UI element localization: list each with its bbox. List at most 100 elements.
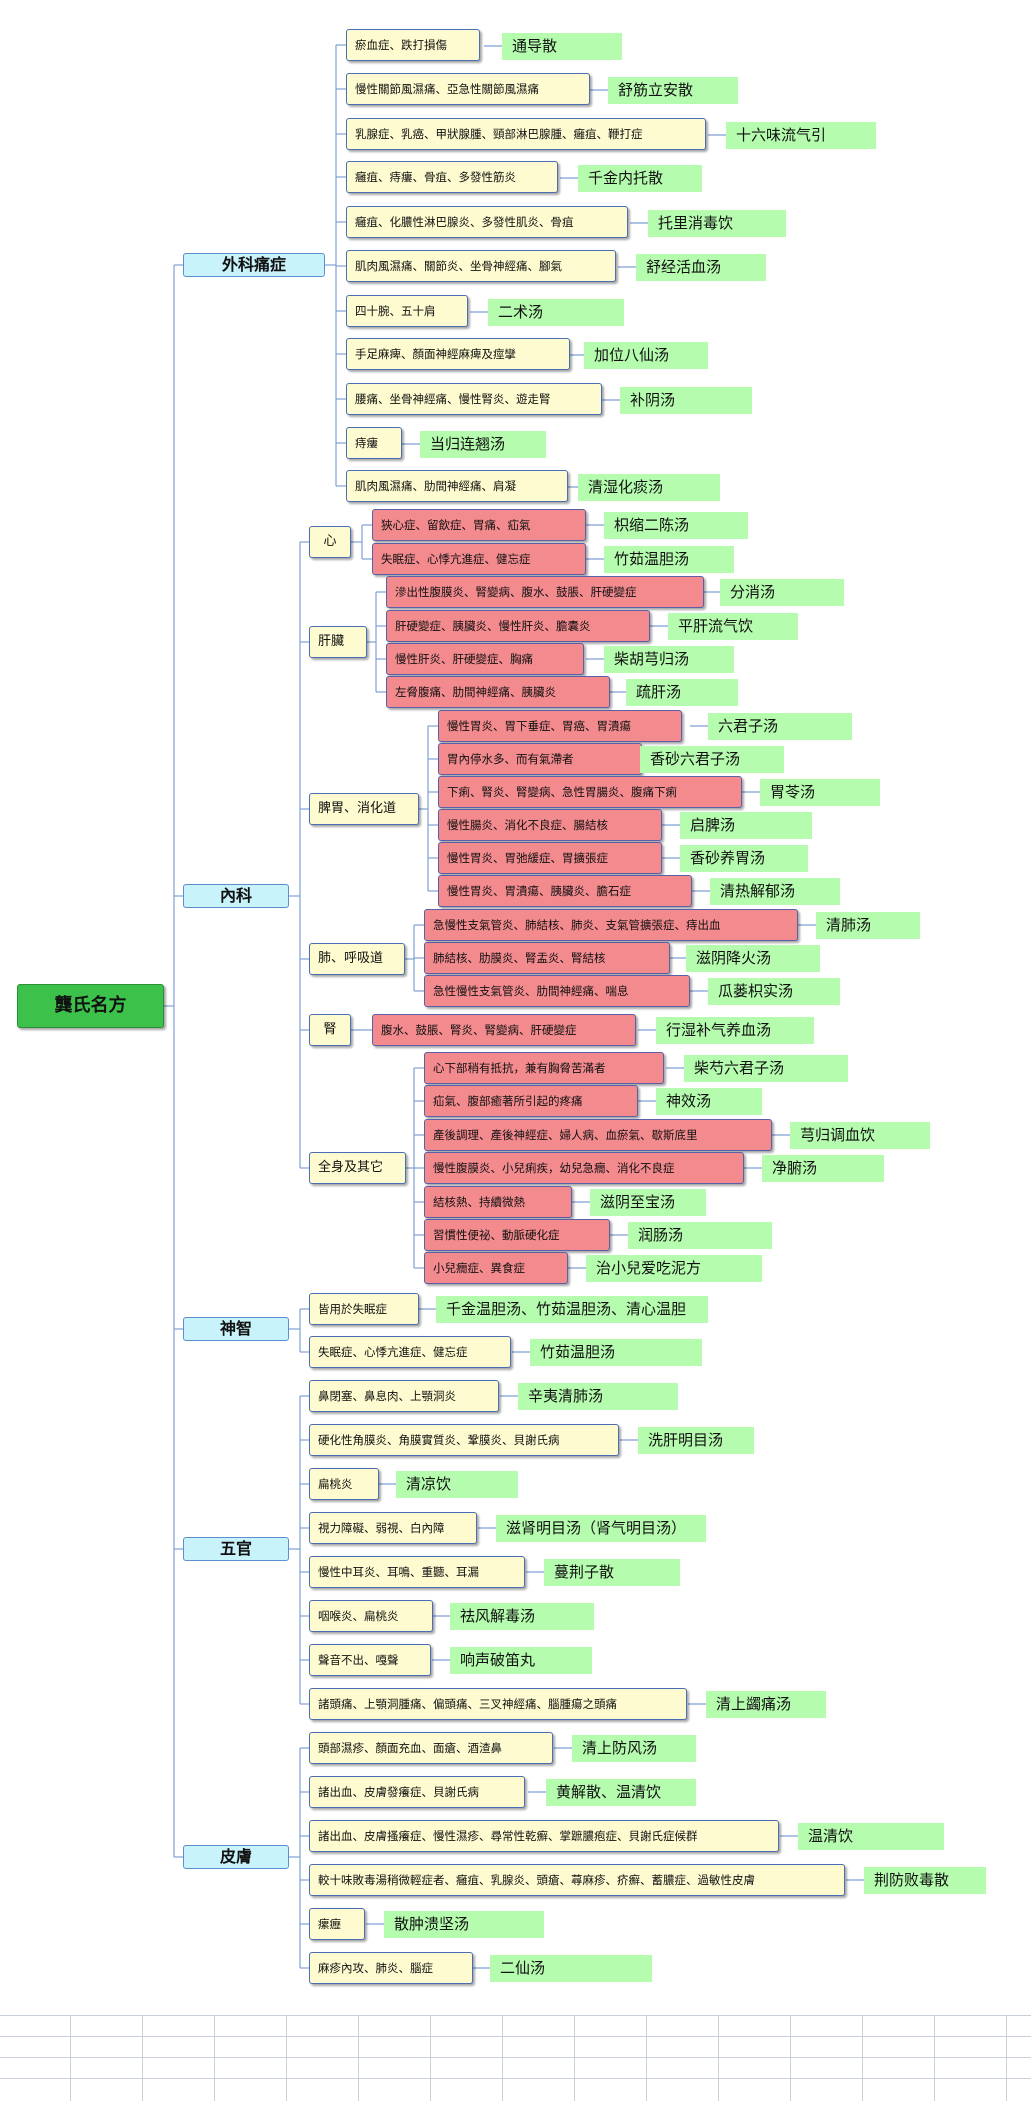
category-surgical-pain[interactable]: 外科痛症 (183, 253, 325, 277)
symptom-node[interactable]: 結核熱、持續微熱 (424, 1186, 572, 1218)
symptom-node[interactable]: 諸出血、皮膚發癢症、貝謝氏病 (309, 1776, 525, 1808)
remedy-label[interactable]: 瓜蒌枳实汤 (708, 978, 840, 1005)
remedy-label[interactable]: 通导散 (502, 33, 622, 60)
remedy-label[interactable]: 清凉饮 (396, 1471, 518, 1498)
symptom-node[interactable]: 手足麻痺、顏面神經麻痺及痙攣 (346, 338, 570, 370)
symptom-node[interactable]: 癰疽、化膿性淋巴腺炎、多發性肌炎、骨疽 (346, 206, 628, 238)
organ-liver[interactable]: 肝臟 (309, 626, 367, 658)
remedy-label[interactable]: 清肺汤 (816, 912, 920, 939)
remedy-label[interactable]: 分消汤 (720, 579, 844, 606)
symptom-node[interactable]: 慢性腸炎、消化不良症、腸結核 (438, 809, 662, 841)
remedy-label[interactable]: 辛夷清肺汤 (518, 1383, 678, 1410)
remedy-label[interactable]: 枳缩二陈汤 (604, 512, 748, 539)
symptom-node[interactable]: 腰痛、坐骨神經痛、慢性腎炎、遊走腎 (346, 383, 602, 415)
symptom-node[interactable]: 慢性關節風濕痛、亞急性關節風濕痛 (346, 73, 590, 105)
symptom-node[interactable]: 習慣性便祕、動脈硬化症 (424, 1219, 610, 1251)
symptom-node[interactable]: 疝氣、腹部癒著所引起的疼痛 (424, 1085, 638, 1117)
symptom-node[interactable]: 麻疹內攻、肺炎、腦症 (309, 1952, 473, 1984)
remedy-label[interactable]: 清热解郁汤 (710, 878, 840, 905)
symptom-node[interactable]: 失眠症、心悸亢進症、健忘症 (309, 1336, 511, 1368)
remedy-label[interactable]: 清湿化痰汤 (578, 474, 720, 501)
remedy-label[interactable]: 治小兒爱吃泥方 (586, 1255, 762, 1282)
organ-general-other[interactable]: 全身及其它 (309, 1152, 406, 1184)
symptom-node[interactable]: 慢性胃炎、胃下垂症、胃癌、胃潰瘍 (438, 710, 682, 742)
remedy-label[interactable]: 祛风解毒汤 (450, 1603, 594, 1630)
symptom-node[interactable]: 硬化性角膜炎、角膜實質炎、鞏膜炎、貝謝氏病 (309, 1424, 619, 1456)
symptom-node[interactable]: 皆用於失眠症 (309, 1293, 419, 1325)
remedy-label[interactable]: 柴芍六君子汤 (684, 1055, 848, 1082)
symptom-node[interactable]: 慢性胃炎、胃弛緩症、胃擴張症 (438, 842, 662, 874)
remedy-label[interactable]: 香砂养胃汤 (680, 845, 808, 872)
remedy-label[interactable]: 黄解散、温清饮 (546, 1779, 696, 1806)
symptom-node[interactable]: 較十味敗毒湯稍微輕症者、癰疽、乳腺炎、頭瘡、蕁麻疹、疥癬、蓄膿症、過敏性皮膚 (309, 1864, 845, 1896)
remedy-label[interactable]: 温清饮 (798, 1823, 944, 1850)
remedy-label[interactable]: 润肠汤 (628, 1222, 772, 1249)
symptom-node[interactable]: 急慢性支氣管炎、肺結核、肺炎、支氣管擴張症、痔出血 (424, 909, 798, 941)
remedy-label[interactable]: 二仙汤 (490, 1955, 652, 1982)
symptom-node[interactable]: 痔瘻 (346, 427, 402, 459)
symptom-node[interactable]: 慢性肝炎、肝硬變症、胸痛 (386, 643, 584, 675)
remedy-label[interactable]: 加位八仙汤 (584, 342, 708, 369)
remedy-label[interactable]: 舒筋立安散 (608, 77, 738, 104)
remedy-label[interactable]: 十六味流气引 (726, 122, 876, 149)
symptom-node[interactable]: 瘀血症、跌打損傷 (346, 29, 480, 61)
remedy-label[interactable]: 六君子汤 (708, 713, 852, 740)
remedy-label[interactable]: 当归连翘汤 (420, 431, 546, 458)
remedy-label[interactable]: 净腑汤 (762, 1155, 884, 1182)
organ-kidney[interactable]: 腎 (309, 1014, 351, 1046)
remedy-label[interactable]: 补阴汤 (620, 387, 752, 414)
symptom-node[interactable]: 狹心症、留飲症、胃痛、疝氣 (372, 509, 586, 541)
symptom-node[interactable]: 肌肉風濕痛、關節炎、坐骨神經痛、腳氣 (346, 250, 616, 282)
remedy-label[interactable]: 柴胡芎归汤 (604, 646, 734, 673)
remedy-label[interactable]: 滋阴至宝汤 (590, 1189, 706, 1216)
remedy-label[interactable]: 滋肾明目汤（肾气明目汤） (496, 1515, 706, 1542)
organ-lung[interactable]: 肺、呼吸道 (309, 943, 405, 975)
symptom-node[interactable]: 肝硬變症、胰臟炎、慢性肝炎、膽囊炎 (386, 610, 650, 642)
symptom-node[interactable]: 乳腺症、乳癌、甲狀腺腫、頸部淋巴腺腫、癰疽、鞭打症 (346, 118, 706, 150)
remedy-label[interactable]: 蔓荆子散 (544, 1559, 680, 1586)
remedy-label[interactable]: 平肝流气饮 (668, 613, 798, 640)
symptom-node[interactable]: 產後調理、產後神經症、婦人病、血瘀氣、歇斯底里 (424, 1119, 772, 1151)
remedy-label[interactable]: 香砂六君子汤 (640, 746, 784, 773)
remedy-label[interactable]: 竹茹温胆汤 (530, 1339, 702, 1366)
organ-heart[interactable]: 心 (309, 526, 351, 558)
symptom-node[interactable]: 下痢、腎炎、腎變病、急性胃腸炎、腹痛下痢 (438, 776, 742, 808)
symptom-node[interactable]: 腹水、鼓脹、腎炎、腎變病、肝硬變症 (372, 1014, 636, 1046)
remedy-label[interactable]: 滋阴降火汤 (686, 945, 820, 972)
remedy-label[interactable]: 芎归调血饮 (790, 1122, 930, 1149)
remedy-label[interactable]: 胃苓汤 (760, 779, 880, 806)
symptom-node[interactable]: 慢性中耳炎、耳鳴、重聽、耳漏 (309, 1556, 525, 1588)
remedy-label[interactable]: 疏肝汤 (626, 679, 738, 706)
remedy-label[interactable]: 托里消毒饮 (648, 210, 786, 237)
category-mental[interactable]: 神智 (183, 1317, 289, 1341)
remedy-label[interactable]: 竹茹温胆汤 (604, 546, 734, 573)
symptom-node[interactable]: 視力障礙、弱視、白內障 (309, 1512, 477, 1544)
remedy-label[interactable]: 清上防风汤 (572, 1735, 696, 1762)
symptom-node[interactable]: 諸頭痛、上顎洞腫痛、偏頭痛、三叉神經痛、腦腫瘍之頭痛 (309, 1688, 687, 1720)
symptom-node[interactable]: 肌肉風濕痛、肋間神經痛、肩凝 (346, 470, 568, 502)
remedy-label[interactable]: 响声破笛丸 (450, 1647, 592, 1674)
symptom-node[interactable]: 瘰癧 (309, 1908, 365, 1940)
remedy-label[interactable]: 散肿溃坚汤 (384, 1911, 544, 1938)
symptom-node[interactable]: 胃內停水多、而有氣滯者 (438, 743, 642, 775)
category-internal-medicine[interactable]: 內科 (183, 884, 289, 908)
symptom-node[interactable]: 肺結核、肋膜炎、腎盂炎、腎結核 (424, 942, 670, 974)
category-facial-senses[interactable]: 五官 (183, 1537, 289, 1561)
symptom-node[interactable]: 扁桃炎 (309, 1468, 379, 1500)
symptom-node[interactable]: 頭部濕疹、顏面充血、面瘡、酒渣鼻 (309, 1732, 553, 1764)
remedy-label[interactable]: 神效汤 (656, 1088, 762, 1115)
symptom-node[interactable]: 左脅腹痛、肋間神經痛、胰臟炎 (386, 676, 610, 708)
remedy-label[interactable]: 启脾汤 (680, 812, 812, 839)
symptom-node[interactable]: 四十腕、五十肩 (346, 295, 468, 327)
symptom-node[interactable]: 鼻閉塞、鼻息肉、上顎洞炎 (309, 1380, 499, 1412)
remedy-label[interactable]: 荆防败毒散 (864, 1867, 986, 1894)
remedy-label[interactable]: 行湿补气养血汤 (656, 1017, 814, 1044)
symptom-node[interactable]: 小兒癇症、異食症 (424, 1252, 568, 1284)
root-node[interactable]: 龔氏名方 (17, 984, 164, 1028)
symptom-node[interactable]: 咽喉炎、扁桃炎 (309, 1600, 433, 1632)
symptom-node[interactable]: 諸出血、皮膚搔癢症、慢性濕疹、尋常性乾癬、掌蹠膿疱症、貝謝氏症候群 (309, 1820, 779, 1852)
remedy-label[interactable]: 二术汤 (488, 299, 624, 326)
remedy-label[interactable]: 千金温胆汤、竹茹温胆汤、清心温胆 (436, 1296, 708, 1323)
organ-spleen-stomach[interactable]: 脾胃、消化道 (309, 793, 419, 825)
remedy-label[interactable]: 清上蠲痛汤 (706, 1691, 826, 1718)
